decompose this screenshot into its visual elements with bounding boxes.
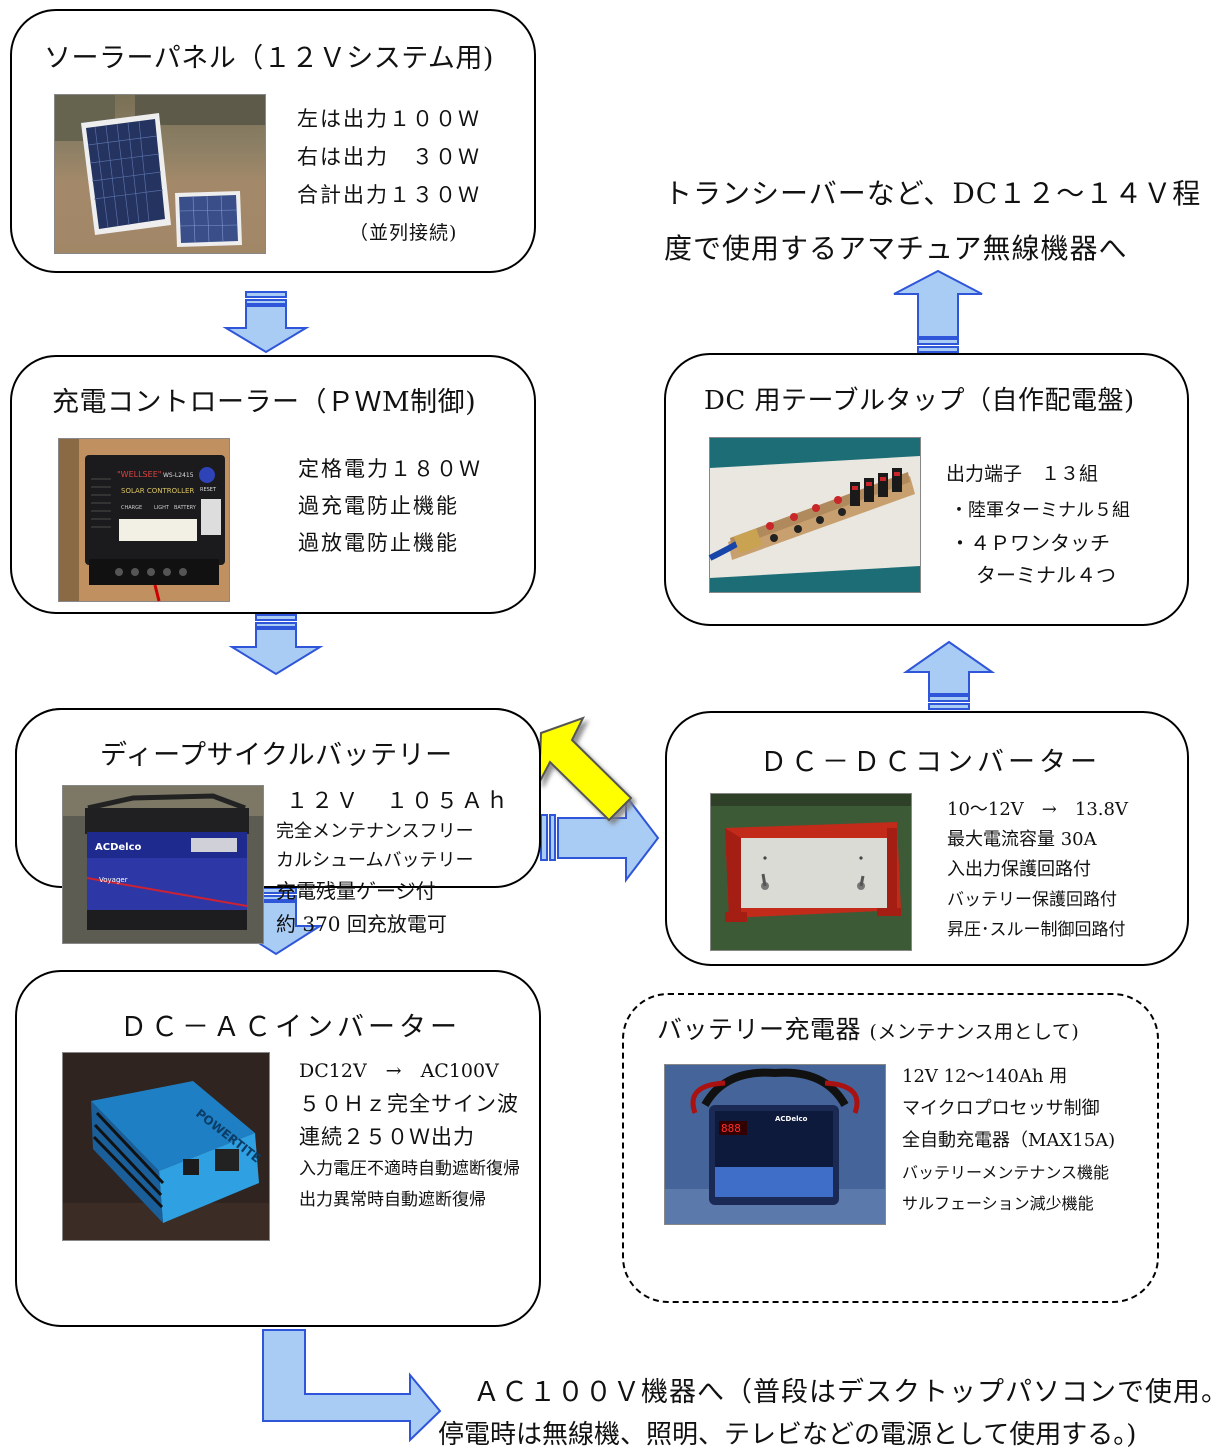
- arrow-battery-to-converter: [540, 793, 660, 883]
- arrow-tap-to-transceivers: [893, 269, 983, 353]
- photo-text-light: LIGHT: [154, 505, 170, 511]
- ac-devices-note: ＡＣ１００Ｖ機器へ（普段はデスクトップパソコンで使用。 停電時は無線機、照明、テ…: [438, 1372, 1229, 1456]
- photo-text-reset: RESET: [200, 487, 217, 493]
- photo-text-brand: "WELLSEE": [117, 470, 161, 479]
- spec-line: 入力電圧不適時自動遮断復帰: [299, 1159, 520, 1179]
- solar-panel-title: ソーラーパネル（１２Ｖシステム用): [44, 43, 494, 74]
- converter-photo: [710, 793, 912, 951]
- photo-text-display: 888: [721, 1122, 741, 1135]
- arrow-controller-to-battery: [228, 614, 324, 676]
- battery-specs: １２Ｖ １０５Ａｈ 完全メンテナンスフリー カルシュームバッテリー 充電残量ゲー…: [276, 787, 511, 940]
- table-tap-title: DC 用テーブルタップ（自作配電盤): [704, 386, 1135, 416]
- battery-charger-title-note: (メンテナンス用として): [869, 1021, 1080, 1043]
- table-tap-specs: 出力端子 １３組 ・陸軍ターミナル５組 ・４Ｐワンタッチ ターミナル４つ: [946, 454, 1130, 591]
- spec-line: バッテリー保護回路付: [947, 890, 1117, 910]
- battery-charger-photo: 888 ACDelco: [664, 1064, 886, 1225]
- transceiver-note: トランシーバーなど、DC１２～１４Ｖ程 度で使用するアマチュア無線機器へ: [664, 166, 1201, 276]
- charge-controller-title: 充電コントローラー（ＰＷM制御): [52, 387, 477, 418]
- converter-title: ＤＣ－ＤＣコンバーター: [760, 747, 1101, 778]
- solar-panel-specs: 左は出力１００Ｗ 右は出力 ３０Ｗ 合計出力１３０Ｗ （並列接続): [297, 100, 481, 252]
- arrow-solar-to-controller: [222, 291, 310, 354]
- battery-charger-title: バッテリー充電器 (メンテナンス用として): [657, 1010, 1079, 1046]
- charge-controller-photo: "WELLSEE" WS-L2415 SOLAR CONTROLLER RESE…: [58, 438, 230, 602]
- spec-line: 定格電力１８０Ｗ: [298, 457, 482, 481]
- transceiver-note-line: トランシーバーなど、DC１２～１４Ｖ程: [664, 177, 1202, 210]
- spec-line: DC12V → AC100V: [299, 1060, 499, 1082]
- photo-text-model: Voyager: [99, 876, 128, 884]
- spec-line: 全自動充電器（MAX15A): [902, 1130, 1116, 1151]
- spec-line: 合計出力１３０Ｗ: [297, 183, 481, 207]
- ac-note-line: 停電時は無線機、照明、テレビなどの電源として使用する。): [438, 1420, 1137, 1450]
- converter-specs: 10～12V → 13.8V 最大電流容量 30A 入出力保護回路付 バッテリー…: [947, 795, 1128, 945]
- arrow-charger-to-battery: [538, 716, 633, 822]
- battery-charger-specs: 12V 12～140Ah 用 マイクロプロセッサ制御 全自動充電器（MAX15A…: [902, 1061, 1115, 1219]
- spec-line: ターミナル４つ: [976, 563, 1116, 587]
- photo-text-label: SOLAR CONTROLLER: [121, 487, 194, 495]
- spec-line: 10～12V → 13.8V: [947, 799, 1128, 820]
- spec-line: 左は出力１００Ｗ: [297, 107, 481, 131]
- inverter-title: ＤＣ－ＡＣインバーター: [120, 1012, 461, 1043]
- photo-text-charge: CHARGE: [121, 505, 142, 511]
- spec-line: ・陸軍ターミナル５組: [950, 500, 1130, 521]
- ac-note-line: ＡＣ１００Ｖ機器へ（普段はデスクトップパソコンで使用。: [473, 1377, 1229, 1408]
- spec-line: 完全メンテナンスフリー: [276, 821, 474, 842]
- spec-line: バッテリーメンテナンス機能: [902, 1163, 1110, 1182]
- photo-text-brand: ACDelco: [775, 1115, 808, 1123]
- inverter-photo: POWERTITE: [62, 1052, 270, 1241]
- spec-line: 約 370 回充放電可: [276, 912, 447, 936]
- battery-charger-title-main: バッテリー充電器: [657, 1015, 862, 1044]
- photo-text-brand: ACDelco: [95, 842, 142, 853]
- spec-line: 昇圧･スルー制御回路付: [947, 920, 1126, 940]
- arrow-inverter-to-ac-devices: [262, 1329, 442, 1443]
- charge-controller-specs: 定格電力１８０Ｗ 過充電防止機能 過放電防止機能: [298, 451, 482, 562]
- spec-line: １２Ｖ １０５Ａｈ: [286, 789, 512, 814]
- spec-line: 連続２５０Ｗ出力: [299, 1125, 475, 1149]
- photo-text-battery: BATTERY: [174, 505, 197, 511]
- spec-line: カルシュームバッテリー: [276, 850, 474, 871]
- arrow-converter-to-tap: [902, 640, 996, 710]
- battery-title: ディープサイクルバッテリー: [100, 740, 453, 771]
- photo-text-model: WS-L2415: [163, 472, 194, 479]
- spec-line: 最大電流容量 30A: [947, 829, 1097, 850]
- spec-line: 12V 12～140Ah 用: [902, 1066, 1068, 1087]
- spec-line: 出力異常時自動遮断復帰: [299, 1190, 486, 1210]
- spec-line: サルフェーション減少機能: [902, 1194, 1094, 1213]
- transceiver-note-line: 度で使用するアマチュア無線機器へ: [664, 232, 1128, 265]
- spec-line: ５０Ｈｚ完全サイン波: [299, 1092, 519, 1116]
- battery-photo: ACDelco Voyager: [62, 785, 264, 944]
- spec-line: 出力端子 １３組: [946, 463, 1099, 485]
- solar-panel-photo: [54, 94, 266, 254]
- spec-line: マイクロプロセッサ制御: [902, 1098, 1100, 1119]
- spec-line: （並列接続): [349, 222, 458, 244]
- spec-line: 入出力保護回路付: [947, 859, 1091, 880]
- spec-line: 過充電防止機能: [298, 494, 459, 518]
- inverter-specs: DC12V → AC100V ５０Ｈｚ完全サイン波 連続２５０Ｗ出力 入力電圧不…: [299, 1055, 520, 1216]
- table-tap-photo: [708, 437, 921, 593]
- spec-line: 充電残量ゲージ付: [276, 879, 436, 903]
- spec-line: ・４Ｐワンタッチ: [950, 531, 1110, 555]
- flow-arrows: [222, 269, 996, 1443]
- spec-line: 過放電防止機能: [298, 531, 459, 555]
- spec-line: 右は出力 ３０Ｗ: [297, 145, 481, 169]
